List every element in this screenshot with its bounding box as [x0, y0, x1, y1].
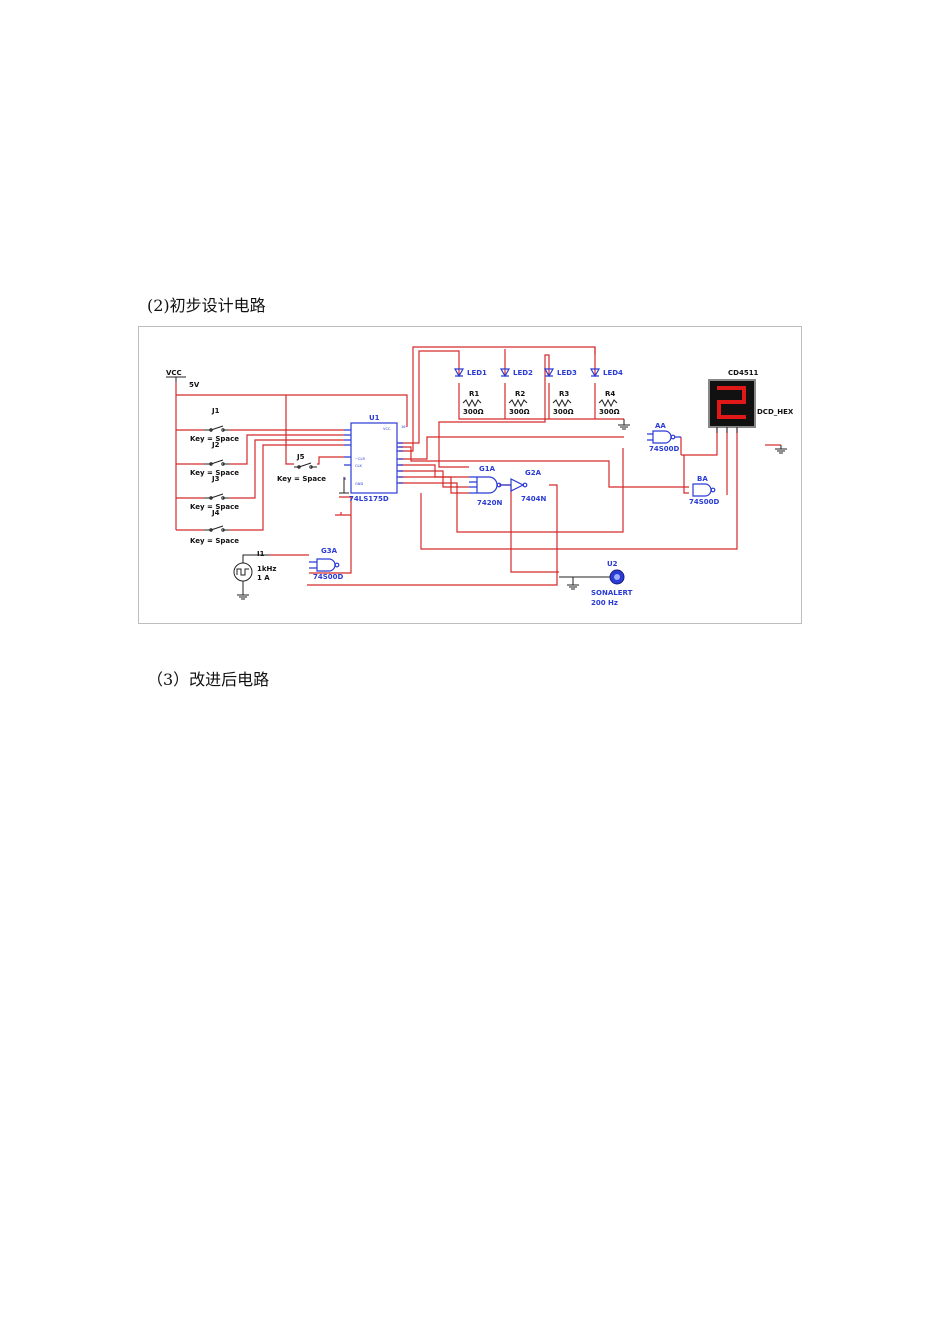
- led-4: LED4: [589, 368, 623, 378]
- switch-j2: J2 Key = Space: [190, 441, 239, 477]
- resistor-r1: R1 300Ω: [462, 390, 484, 416]
- svg-text:U2: U2: [607, 560, 618, 568]
- svg-text:74S00D: 74S00D: [313, 573, 344, 581]
- svg-text:300Ω: 300Ω: [509, 408, 530, 416]
- svg-text:R3: R3: [559, 390, 569, 398]
- svg-text:CLK: CLK: [355, 464, 363, 468]
- svg-text:R2: R2: [515, 390, 525, 398]
- clock-source: I1 1kHz 1 A: [233, 550, 276, 600]
- svg-text:VCC: VCC: [383, 427, 391, 431]
- svg-text:J5: J5: [296, 453, 305, 461]
- svg-text:Key = Space: Key = Space: [190, 537, 239, 545]
- vcc-source: VCC 5V: [166, 369, 200, 389]
- svg-text:7404N: 7404N: [521, 495, 546, 503]
- seven-segment-display: CD4511 DCD_HEX: [708, 369, 794, 433]
- svg-text:1kHz: 1kHz: [257, 565, 276, 573]
- svg-text:74S00D: 74S00D: [649, 445, 680, 453]
- buzzer-u2: U2 SONALERT 200 Hz: [559, 560, 633, 607]
- svg-text:SONALERT: SONALERT: [591, 589, 633, 597]
- svg-text:74LS175D: 74LS175D: [349, 495, 389, 503]
- switch-j5: J5 Key = Space: [277, 453, 326, 483]
- resistor-r4: R4 300Ω: [598, 390, 620, 416]
- svg-text:J3: J3: [211, 475, 220, 483]
- svg-text:7420N: 7420N: [477, 499, 502, 507]
- latch-u1: U1 74LS175D VCC GND ~CLR CLK 16 8: [339, 414, 406, 503]
- resistor-r3: R3 300Ω: [552, 390, 574, 416]
- svg-text:LED2: LED2: [513, 369, 533, 377]
- svg-text:G1A: G1A: [479, 465, 496, 473]
- section-heading-initial-circuit: (2)初步设计电路: [147, 296, 266, 315]
- svg-text:DCD_HEX: DCD_HEX: [757, 408, 794, 416]
- resistor-r2: R2 300Ω: [508, 390, 530, 416]
- wires: [175, 346, 781, 586]
- section-heading-improved-circuit: （3）改进后电路: [147, 670, 270, 689]
- gate-g1a: G1A 7420N: [469, 465, 502, 507]
- led-2: LED2: [499, 368, 533, 378]
- ground-display: [775, 445, 787, 454]
- svg-text:R1: R1: [469, 390, 479, 398]
- svg-text:J2: J2: [211, 441, 220, 449]
- gate-aa: AA 74S00D: [647, 422, 681, 453]
- led-1: LED1: [453, 368, 487, 378]
- svg-text:Key = Space: Key = Space: [277, 475, 326, 483]
- svg-text:200 Hz: 200 Hz: [591, 599, 618, 607]
- svg-text:CD4511: CD4511: [728, 369, 759, 377]
- gate-ba: BA 74S00D: [689, 475, 720, 506]
- svg-text:GND: GND: [355, 482, 363, 486]
- svg-text:8: 8: [344, 477, 347, 481]
- svg-text:1 A: 1 A: [257, 574, 270, 582]
- svg-text:16: 16: [401, 425, 406, 429]
- led-3: LED3: [543, 368, 577, 378]
- svg-text:300Ω: 300Ω: [553, 408, 574, 416]
- svg-text:Key = Space: Key = Space: [190, 469, 239, 477]
- switch-j4: J4 Key = Space: [190, 509, 239, 545]
- svg-text:J4: J4: [211, 509, 220, 517]
- svg-text:LED4: LED4: [603, 369, 623, 377]
- vcc-value: 5V: [189, 381, 200, 389]
- ground-led: [618, 419, 630, 430]
- svg-text:LED3: LED3: [557, 369, 577, 377]
- svg-text:LED1: LED1: [467, 369, 487, 377]
- svg-text:I1: I1: [257, 550, 265, 558]
- gate-g2a: G2A 7404N: [501, 469, 546, 503]
- svg-text:300Ω: 300Ω: [463, 408, 484, 416]
- svg-text:G3A: G3A: [321, 547, 338, 555]
- vcc-label: VCC: [166, 369, 182, 377]
- svg-text:74S00D: 74S00D: [689, 498, 720, 506]
- svg-text:G2A: G2A: [525, 469, 542, 477]
- svg-text:J1: J1: [211, 407, 220, 415]
- circuit-schematic-figure: VCC 5V J1 Key = Space J2 Key = Space J3 …: [138, 326, 802, 624]
- circuit-schematic: VCC 5V J1 Key = Space J2 Key = Space J3 …: [166, 346, 794, 607]
- svg-text:R4: R4: [605, 390, 615, 398]
- svg-text:AA: AA: [655, 422, 666, 430]
- svg-text:Key = Space: Key = Space: [190, 503, 239, 511]
- switch-j3: J3 Key = Space: [190, 475, 239, 511]
- svg-text:BA: BA: [697, 475, 708, 483]
- svg-text:~CLR: ~CLR: [355, 457, 366, 461]
- switch-j1: J1 Key = Space: [190, 407, 239, 443]
- svg-text:Key = Space: Key = Space: [190, 435, 239, 443]
- gate-g3a: G3A 74S00D: [309, 547, 344, 581]
- svg-text:U1: U1: [369, 414, 380, 422]
- svg-text:300Ω: 300Ω: [599, 408, 620, 416]
